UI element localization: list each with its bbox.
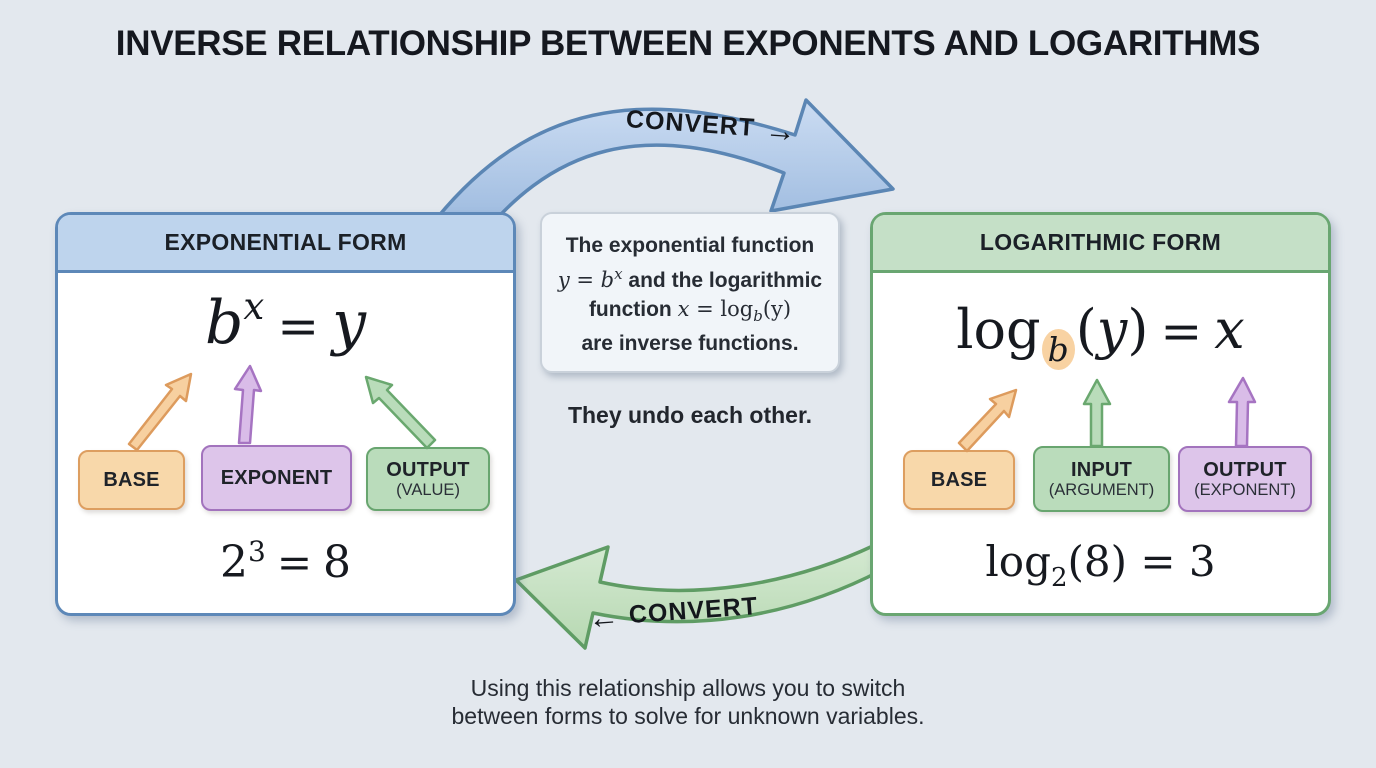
right-arrow-icon: → [763,111,798,149]
input-argument-label: INPUT (ARGUMENT) [1033,446,1170,512]
formula-output: y [332,288,367,358]
note-math: y = b [557,268,615,292]
footer-line-2: between forms to solve for unknown varia… [451,703,925,729]
example-exponent: 3 [247,535,266,568]
left-arrow-icon: ← [586,598,621,636]
input-label-text: INPUT [1071,458,1132,481]
log-result: x [1214,298,1245,361]
output-label-subtext: (EXPONENT) [1194,480,1296,499]
note-text: function [588,298,678,321]
exponential-form-card: EXPONENTIAL FORM bx=y BASE EXPONENT OUTP… [55,212,516,616]
example-base: 2 [219,537,248,588]
base-label: BASE [78,450,185,510]
undo-caption: They undo each other. [567,402,813,428]
open-paren: ( [1075,298,1097,361]
exponent-label-text: EXPONENT [220,467,333,489]
log-base: b [1041,329,1075,370]
convert-text: CONVERT [627,591,759,629]
note-line-1: The exponential function [542,232,838,260]
formula-base: b [204,288,244,358]
convert-text: CONVERT [625,104,757,142]
note-math-sup: x [614,265,623,283]
note-line-2: y = bx and the logarithmic [542,260,838,295]
note-text: and the logarithmic [622,269,823,292]
base-label: BASE [903,450,1015,510]
note-text: The exponential function [565,234,815,257]
exponential-card-header: EXPONENTIAL FORM [58,215,513,273]
equals-sign: = [277,297,320,355]
exponent-label: EXPONENT [201,445,352,511]
note-line-3: function x = logb(y) [542,295,838,330]
log-function: log [956,298,1041,361]
convert-label-top: CONVERT → [595,97,827,153]
output-label-subtext: (VALUE) [396,480,460,499]
equals-sign: = [1160,302,1203,360]
example-equals: = [276,538,313,587]
exponential-formula: bx =y [58,288,513,355]
footer-line-1: Using this relationship allows you to sw… [470,675,906,701]
close-paren: ) [1127,298,1149,361]
note-math-sub: b [753,307,763,326]
base-label-text: BASE [103,469,160,491]
output-label-text: OUTPUT [386,458,470,481]
output-label-text: OUTPUT [1203,458,1287,481]
footer-caption: Using this relationship allows you to sw… [0,674,1376,730]
convert-label-bottom: ← CONVERT [557,584,789,640]
example-result: 8 [323,537,352,588]
logarithmic-example: log2(8) = 3 [873,541,1328,592]
logarithmic-card-header: LOGARITHMIC FORM [873,215,1328,273]
inverse-functions-note: The exponential function y = bx and the … [540,212,840,373]
note-text: are inverse functions. [581,332,799,356]
output-exponent-label: OUTPUT (EXPONENT) [1178,446,1312,512]
note-math: log [720,297,754,321]
input-label-subtext: (ARGUMENT) [1048,480,1155,499]
formula-exponent: x [243,285,265,328]
page-title: INVERSE RELATIONSHIP BETWEEN EXPONENTS A… [115,24,1261,63]
log-argument: y [1096,298,1128,361]
example-log: log [985,537,1051,586]
note-math: x = [677,297,721,321]
example-log-base: 2 [1050,563,1068,593]
exponential-example: 23 =8 [58,538,513,587]
note-math: (y) [762,297,792,321]
base-label-text: BASE [930,469,988,491]
note-line-4: are inverse functions. [542,330,838,358]
example-log-rest: (8) = 3 [1067,537,1216,586]
output-value-label: OUTPUT (VALUE) [366,447,490,511]
